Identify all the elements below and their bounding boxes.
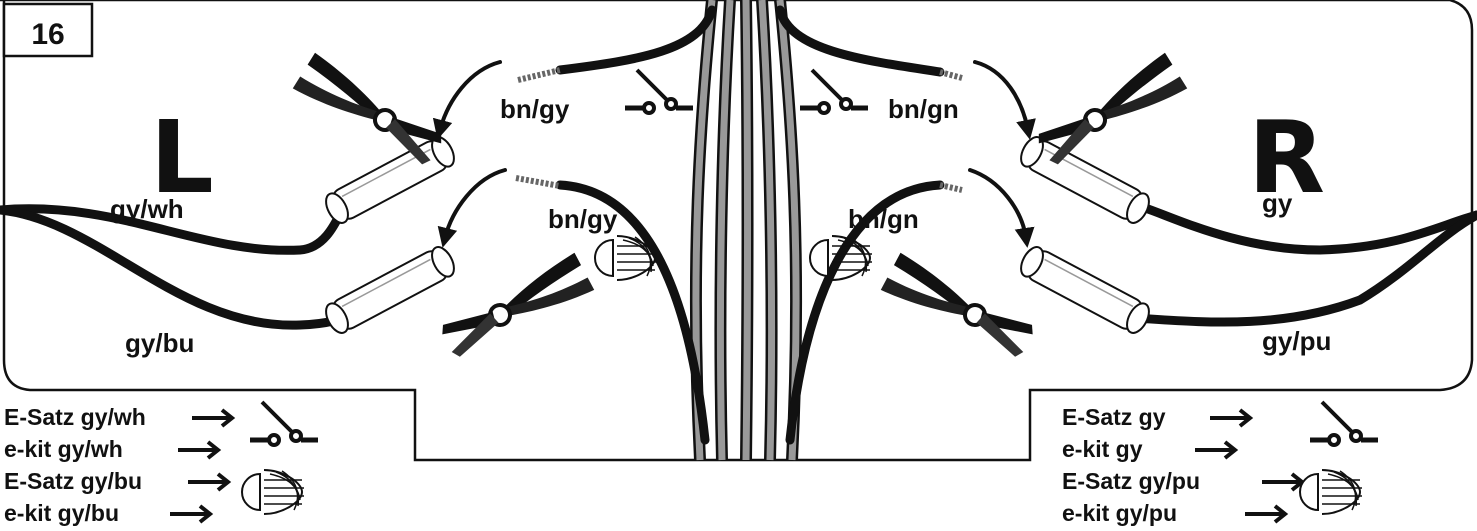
- legend-right-item: E-Satz gy: [1062, 404, 1166, 430]
- label-right-switch-wire: bn/gn: [888, 94, 959, 124]
- legend-left: E-Satz gy/wh e-kit gy/wh E-Satz gy/bu e-…: [4, 402, 318, 526]
- fog-lamp-icon: [242, 470, 304, 514]
- arrow-icon: [1245, 506, 1285, 522]
- arrow-icon: [1262, 474, 1302, 490]
- label-right-top-wire: gy: [1262, 188, 1293, 218]
- label-left-bottom-wire: gy/bu: [125, 328, 194, 358]
- switch-icon: [250, 402, 318, 445]
- legend-right: E-Satz gy e-kit gy E-Satz gy/pu e-kit gy…: [1062, 402, 1378, 526]
- label-left-top-wire: gy/wh: [110, 194, 184, 224]
- step-number: 16: [31, 18, 64, 51]
- arrow-icon: [170, 506, 210, 522]
- panel-outline: [0, 0, 1472, 460]
- legend-left-item: E-Satz gy/wh: [4, 404, 146, 430]
- label-left-lamp-wire: bn/gy: [548, 204, 618, 234]
- legend-left-item: e-kit gy/wh: [4, 436, 123, 462]
- label-left-switch-wire: bn/gy: [500, 94, 570, 124]
- arrow-icon: [178, 442, 218, 458]
- arrow-icon: [188, 474, 228, 490]
- fog-lamp-icon: [1300, 470, 1362, 514]
- legend-right-item: e-kit gy/pu: [1062, 500, 1177, 526]
- label-right-bottom-wire: gy/pu: [1262, 326, 1331, 356]
- label-right-lamp-wire: bn/gn: [848, 204, 919, 234]
- legend-left-item: e-kit gy/bu: [4, 500, 119, 526]
- arrow-icon: [192, 410, 232, 426]
- legend-right-item: E-Satz gy/pu: [1062, 468, 1200, 494]
- arrow-icon: [1210, 410, 1250, 426]
- switch-icon: [1310, 402, 1378, 445]
- legend-left-item: E-Satz gy/bu: [4, 468, 142, 494]
- legend-right-item: e-kit gy: [1062, 436, 1143, 462]
- arrow-icon: [1195, 442, 1235, 458]
